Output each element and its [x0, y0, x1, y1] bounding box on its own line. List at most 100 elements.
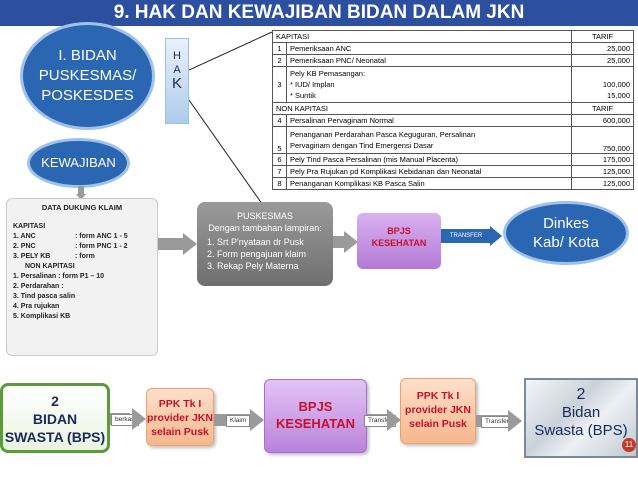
page-title: 9. HAK DAN KEWAJIBAN BIDAN DALAM JKN — [0, 0, 638, 26]
row-tarif: 750,000 — [571, 126, 634, 154]
row-tarif: 25,000 — [571, 42, 634, 55]
bidan-puskesmas-node: I. BIDAN PUSKESMAS/ POSKESDES — [20, 22, 155, 130]
ppk-left-line3: selain Pusk — [151, 426, 209, 438]
non-kapitasi-heading: NON KAPITASI — [25, 263, 75, 270]
bpjs-kesehatan-big-box: BPJS KESEHATAN — [264, 379, 367, 453]
bpjs-big-line1: BPJS — [298, 399, 333, 414]
list-item: 4. Pra rujukan — [13, 303, 60, 310]
data-dukung-heading: DATA DUKUNG KLAIM — [41, 203, 123, 212]
down-arrow-icon — [76, 186, 86, 200]
hak-letter-a: A — [173, 64, 181, 76]
label-transfer-2: Transfer — [481, 416, 513, 428]
row-item: Pely Pra Rujukan pd Komplikasi Kebidanan… — [286, 165, 572, 178]
bidan-right-line2: Bidan — [561, 404, 601, 421]
header-tarif: TARIF — [571, 102, 634, 115]
kewajiban-label: KEWAJIBAN — [41, 155, 116, 170]
row-no: 4 — [272, 114, 287, 127]
arrow-right-icon — [250, 409, 264, 431]
ppk-right-line1: PPK Tk I — [416, 390, 460, 402]
header-non-kapitasi: NON KAPITASI — [272, 102, 572, 115]
bidan-right-line1: 2 — [576, 386, 586, 403]
data-dukung-card: DATA DUKUNG KLAIM KAPITASI 1. ANC : form … — [6, 198, 158, 356]
list-item: 5. Komplikasi KB — [13, 313, 71, 320]
row-item-line: Pely KB Pemasangan: — [290, 69, 366, 78]
item-form: : form PNC 1 - 2 — [75, 243, 128, 250]
item-form: : form ANC 1 - 5 — [75, 233, 128, 240]
row-item: Pely Tind Pasca Persalinan (mis Manual P… — [286, 153, 572, 166]
row-no: 2 — [272, 54, 287, 67]
dinkes-line1: Dinkes — [543, 215, 589, 232]
row-no: 6 — [272, 153, 287, 166]
row-tarif: 175,000 — [571, 153, 634, 166]
row-no: 7 — [272, 165, 287, 178]
hak-letter-h: H — [173, 50, 181, 62]
bidan-swasta-right: 2 Bidan Swasta (BPS) — [524, 378, 638, 458]
arrow-right-icon — [344, 231, 358, 253]
table-header-non-kapitasi: NON KAPITASI TARIF — [272, 102, 634, 115]
arrow-right-icon — [508, 410, 522, 432]
row-tarif: 125,000 — [571, 165, 634, 178]
table-row: 8 Penanganan Komplikasi KB Pasca Salin 1… — [272, 177, 634, 190]
row-item: Pely KB Pemasangan: * IUD/ Implan * Sunt… — [286, 66, 572, 103]
hak-line-bottom — [189, 99, 273, 219]
table-row: 1 Pemeriksaan ANC 25,000 — [272, 42, 634, 55]
arrow-right-icon — [490, 226, 502, 246]
arrow-right-icon — [387, 409, 401, 431]
transfer-arrow: TRANSFER — [441, 229, 491, 243]
row-no: 8 — [272, 177, 287, 190]
table-row: 4 Persalinan Pervaginam Normal 600,000 — [272, 114, 634, 127]
hak-line-top — [189, 31, 273, 71]
list-item: 2. PNC: form PNC 1 - 2 — [13, 242, 151, 252]
flow-arrow-shaft — [158, 238, 184, 250]
table-row: 7 Pely Pra Rujukan pd Komplikasi Kebidan… — [272, 165, 634, 178]
table-row: 5 Penanganan Perdarahan Pasca Keguguran,… — [272, 126, 634, 154]
list-item: 3. PELY KB: form — [13, 252, 151, 262]
item-name: 1. ANC — [13, 233, 36, 240]
header-tarif: TARIF — [571, 30, 634, 43]
kewajiban-node: KEWAJIBAN — [27, 138, 130, 188]
ppk-right-line3: selain Pusk — [409, 418, 467, 430]
item-form: : form — [75, 253, 95, 260]
puskesmas-subtitle: Dengan tambahan lampiran: — [208, 223, 322, 233]
bpjs-line2: KESEHATAN — [371, 238, 427, 248]
list-item: 1. ANC : form ANC 1 - 5 — [13, 232, 151, 242]
puskesmas-title: PUSKESMAS — [236, 211, 294, 221]
list-item: 3. Tind pasca salin — [13, 293, 76, 300]
ppk-left-line2: provider JKN — [147, 412, 213, 424]
bidan-left-line1: 2 — [51, 393, 59, 409]
bpjs-line1: BPJS — [387, 226, 411, 236]
bpjs-kesehatan-box: BPJS KESEHATAN — [357, 213, 441, 269]
arrow-right-icon — [183, 233, 197, 255]
tarif-table: KAPITASI TARIF 1 Pemeriksaan ANC 25,000 … — [272, 30, 634, 190]
row-tarif: 125,000 — [571, 177, 634, 190]
row-item-line: Penanganan Perdarahan Pasca Keguguran, P… — [290, 130, 476, 139]
row-item: Pemeriksaan ANC — [286, 42, 572, 55]
transfer-label: TRANSFER — [449, 233, 483, 239]
row-tarif: 100,000 15,000 — [571, 66, 634, 103]
dinkes-line2: Kab/ Kota — [533, 234, 599, 251]
bidan-left-line3: SWASTA (BPS) — [4, 429, 106, 445]
page-number-badge: 11 — [622, 438, 636, 452]
row-tarif-line: 15,000 — [607, 91, 630, 100]
list-item: 2. Form pengajuan klaim — [207, 249, 307, 259]
row-item: Penanganan Komplikasi KB Pasca Salin — [286, 177, 572, 190]
list-item: 1. Persalinan : form P1 – 10 — [13, 273, 105, 280]
bidan-swasta-left: 2 BIDAN SWASTA (BPS) — [0, 383, 110, 453]
list-item: 2. Perdarahan : — [13, 283, 64, 290]
ppk-right-box: PPK Tk I provider JKN selain Pusk — [400, 378, 476, 444]
row-no: 5 — [272, 126, 287, 154]
row-no: 1 — [272, 42, 287, 55]
label-klaim: Klaim — [226, 415, 251, 427]
bpjs-big-line2: KESEHATAN — [276, 416, 355, 431]
hak-letter-k: K — [171, 75, 182, 92]
row-no: 3 — [272, 66, 287, 103]
table-row: 6 Pely Tind Pasca Persalinan (mis Manual… — [272, 153, 634, 166]
dinkes-node: Dinkes Kab/ Kota — [503, 201, 629, 265]
list-item: 1. Srt P'nyataan dr Pusk — [207, 237, 304, 247]
kapitasi-heading: KAPITASI — [13, 223, 46, 230]
row-tarif-line: 100,000 — [602, 80, 630, 89]
ppk-left-line1: PPK Tk I — [158, 398, 202, 410]
header-kapitasi: KAPITASI — [272, 30, 572, 43]
hak-connector-lines — [189, 31, 273, 219]
ppk-left-box: PPK Tk I provider JKN selain Pusk — [146, 388, 214, 446]
